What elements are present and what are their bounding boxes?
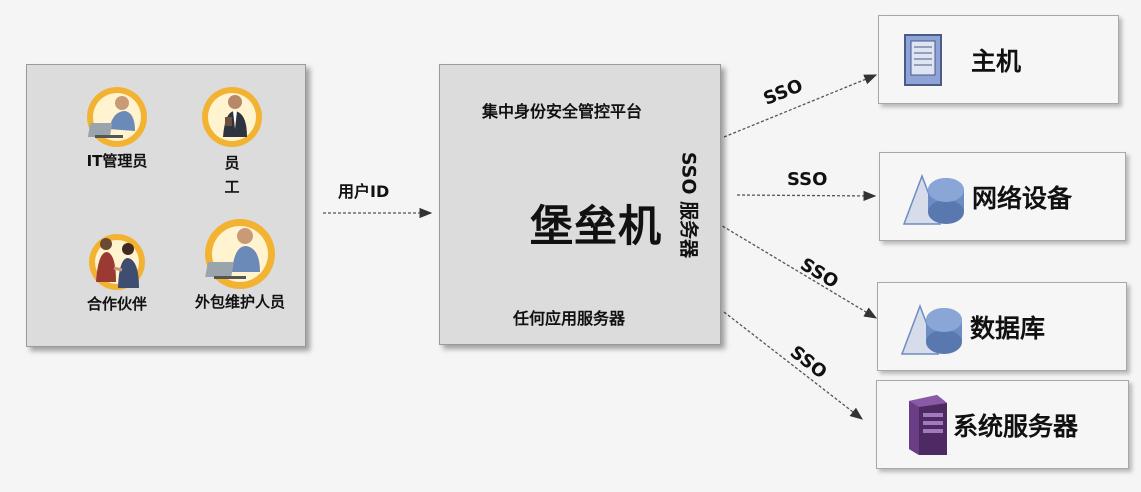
target-system-server-label: 系统服务器 [953, 411, 1079, 441]
target-host: 主机 [878, 15, 1119, 104]
target-network-device-label: 网络设备 [972, 183, 1073, 213]
person-outsourced-maintenance: 外包维护人员 [175, 216, 305, 313]
app-server-label: 任何应用服务器 [513, 309, 626, 328]
sso-arrow-host [723, 74, 878, 138]
system-server-icon [909, 394, 947, 455]
target-system-server: 系统服务器 [876, 380, 1129, 469]
sso-arrow-server [723, 311, 864, 420]
outsourced-maintenance-icon [205, 219, 275, 289]
target-network-device: 网络设备 [879, 152, 1126, 241]
person-employee: 员 工 [177, 85, 287, 199]
target-host-label: 主机 [971, 46, 1022, 76]
bastion-box: 集中身份安全管控平台 堡垒机 SSO 服务器 任何应用服务器 [439, 64, 721, 345]
database-icon [900, 303, 962, 355]
platform-title: 集中身份安全管控平台 [482, 102, 643, 121]
person-it-admin: IT管理员 [67, 85, 167, 172]
target-database-label: 数据库 [970, 313, 1046, 343]
sso-server-label: SSO 服务器 [677, 151, 700, 259]
sso-arrow-network [736, 190, 877, 202]
network-device-icon [902, 173, 964, 225]
employee-label: 员 工 [224, 154, 240, 196]
user-id-label: 用户ID [338, 182, 390, 201]
it-admin-label: IT管理员 [86, 152, 148, 170]
partner-icon [89, 234, 145, 290]
partner-label: 合作伙伴 [86, 295, 147, 313]
person-partner: 合作伙伴 [57, 230, 177, 315]
employee-icon [202, 87, 262, 147]
it-admin-icon [87, 87, 147, 147]
target-database: 数据库 [877, 282, 1127, 371]
users-box: IT管理员 员 工 合作伙伴 [26, 64, 306, 347]
host-icon [904, 33, 942, 86]
sso-label-network: SSO [787, 169, 828, 190]
outsourced-maintenance-label: 外包维护人员 [194, 293, 285, 311]
sso-arrow-database [713, 220, 878, 319]
bastion-title: 堡垒机 [530, 202, 662, 252]
